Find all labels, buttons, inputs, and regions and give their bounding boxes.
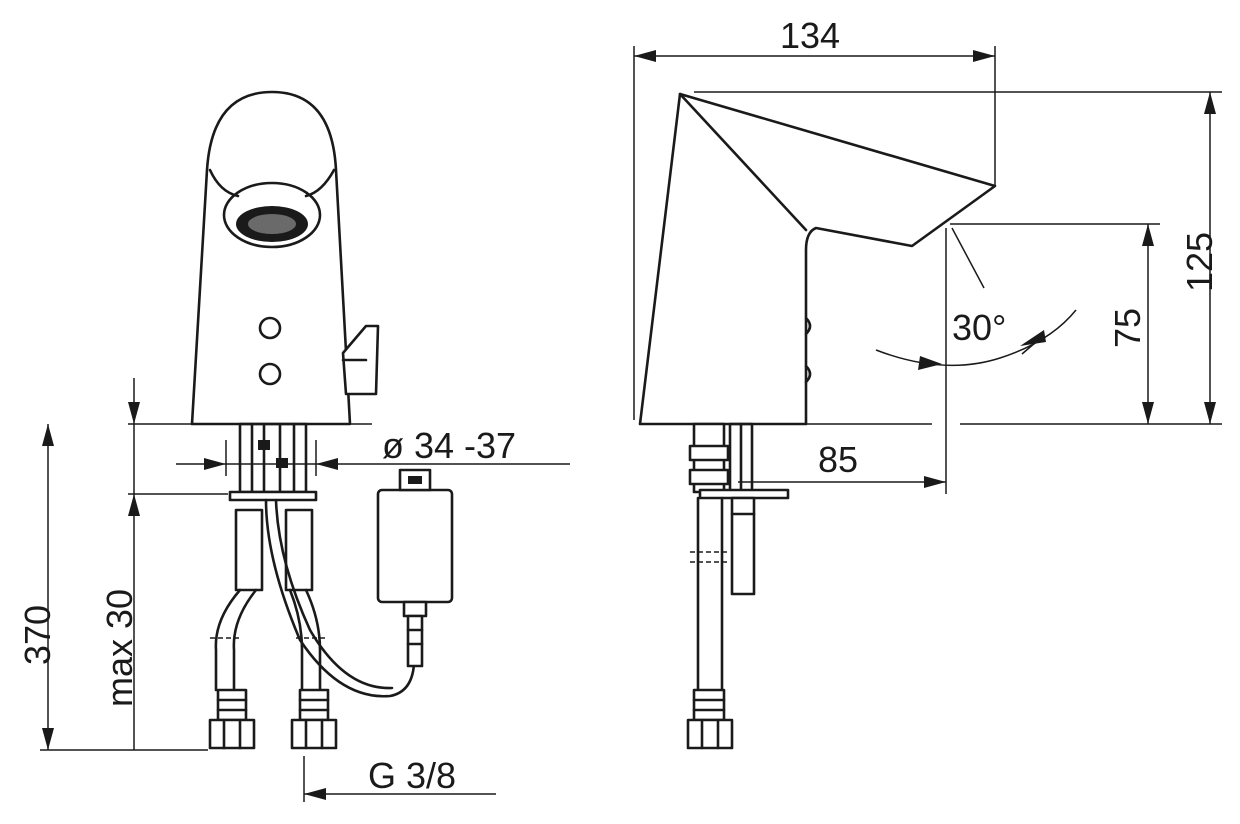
front-hose-left <box>214 588 258 692</box>
dimension-label-75: 75 <box>1107 308 1148 348</box>
front-hose-fitting-left <box>234 508 264 592</box>
front-faucet-body <box>190 90 352 426</box>
side-connection-nut <box>686 688 734 750</box>
front-dimensions: 370 max 30 ø 34 -37 G 3/8 <box>17 378 570 802</box>
dimension-label-max-30: max 30 <box>99 589 140 707</box>
dimension-label-angle-30: 30° <box>952 307 1006 348</box>
side-dimensions: 134 125 75 85 30° <box>633 15 1222 494</box>
front-hose-right <box>288 588 322 692</box>
sensor-button-top <box>258 316 282 340</box>
aerator-mesh <box>248 214 296 234</box>
dimension-label-hole-diameter: ø 34 -37 <box>382 425 516 466</box>
side-lever-nub-top <box>804 316 812 336</box>
sensor-button-bottom <box>258 362 282 386</box>
dimension-label-370: 370 <box>17 605 58 665</box>
side-shank <box>688 422 754 494</box>
dimension-label-85: 85 <box>818 439 858 480</box>
dimension-label-connection-thread: G 3/8 <box>368 755 456 796</box>
front-connection-nut-right <box>290 688 338 750</box>
aerator-outer <box>222 181 322 249</box>
side-view <box>638 92 997 750</box>
sensor-cable <box>264 498 416 698</box>
front-connection-nut-left <box>208 688 256 750</box>
front-mounting-plate <box>228 490 318 502</box>
dimension-label-134: 134 <box>780 15 840 56</box>
side-faucet-body <box>638 92 997 426</box>
front-shank <box>238 422 308 494</box>
control-box <box>376 468 454 668</box>
side-faucet-ridge <box>678 92 808 232</box>
side-hose-fitting <box>730 496 756 596</box>
dimension-label-125: 125 <box>1179 232 1220 292</box>
front-view <box>190 90 454 750</box>
side-lever-nub-bottom <box>804 364 812 384</box>
side-hose <box>696 496 724 692</box>
